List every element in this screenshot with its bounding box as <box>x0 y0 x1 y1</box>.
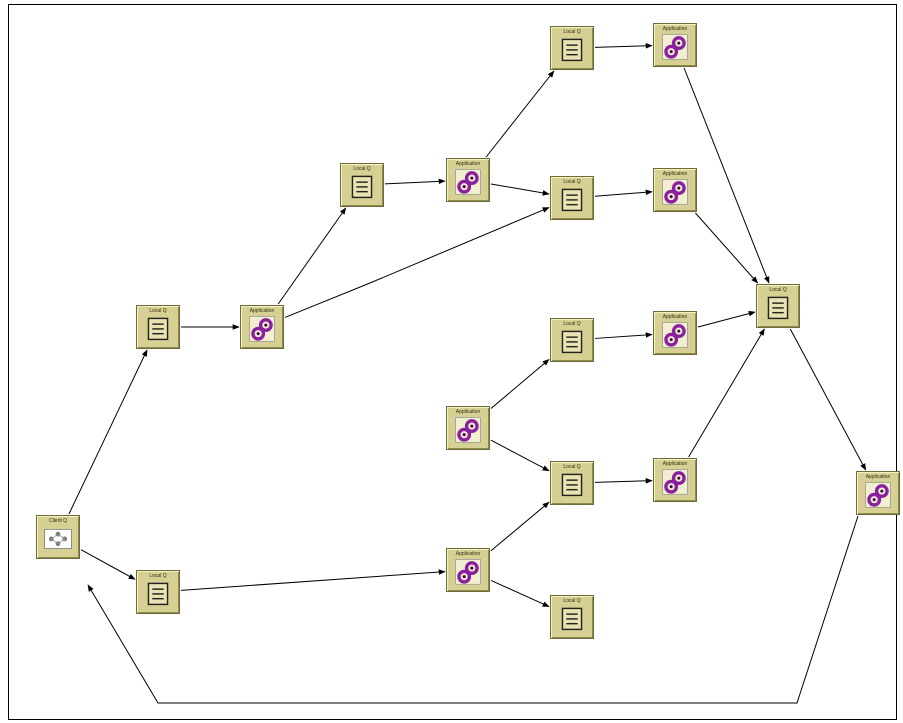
node-type-label: Local Q <box>563 179 581 185</box>
queue-icon <box>147 582 169 606</box>
flow-edge <box>594 332 653 339</box>
flow-edge <box>490 439 550 472</box>
flow-edge <box>80 549 136 580</box>
node-type-label: Client Q <box>48 518 68 524</box>
local-queue-node[interactable]: Local Q <box>550 595 594 639</box>
gears-icon <box>662 34 688 60</box>
flow-edge <box>594 189 653 197</box>
flow-edge <box>697 310 756 328</box>
flow-edge <box>490 359 550 409</box>
gears-icon <box>455 169 481 195</box>
application-node[interactable]: Application <box>653 458 697 502</box>
node-type-label: Local Q <box>563 598 581 604</box>
node-type-label: Application <box>662 314 688 320</box>
queue-icon <box>351 175 373 199</box>
local-queue-node[interactable]: Local Q <box>756 284 800 328</box>
node-type-label: Application <box>662 171 688 177</box>
node-type-label: Local Q <box>149 308 167 314</box>
local-queue-node[interactable]: Local Q <box>550 318 594 362</box>
node-type-label: Application <box>455 161 481 167</box>
application-node[interactable]: Application <box>653 23 697 67</box>
node-type-label: Application <box>455 409 481 415</box>
application-node[interactable]: Application <box>446 158 490 202</box>
application-node[interactable]: Application <box>446 548 490 592</box>
node-type-label: Application <box>249 308 275 314</box>
network-icon <box>44 528 72 549</box>
application-node[interactable]: Application <box>653 311 697 355</box>
node-type-label: Application <box>865 474 891 480</box>
flow-edge <box>384 178 446 185</box>
local-queue-node[interactable]: Local Q <box>550 176 594 220</box>
application-node[interactable]: Application <box>856 471 900 515</box>
local-queue-node[interactable]: Local Q <box>340 163 384 207</box>
flow-edge <box>695 212 759 284</box>
node-type-label: Local Q <box>353 166 371 172</box>
node-type-label: Application <box>662 461 688 467</box>
queue-icon <box>561 607 583 631</box>
node-type-label: Local Q <box>563 464 581 470</box>
node-type-label: Local Q <box>769 287 787 293</box>
flow-edge <box>594 478 653 484</box>
local-queue-node[interactable]: Local Q <box>136 570 180 614</box>
flow-edge <box>490 579 550 608</box>
node-type-label: Local Q <box>563 321 581 327</box>
local-queue-node[interactable]: Local Q <box>550 461 594 505</box>
local-queue-node[interactable]: Local Q <box>136 305 180 349</box>
queue-icon <box>561 188 583 212</box>
flow-edge <box>284 207 550 318</box>
gears-icon <box>249 316 275 342</box>
gears-icon <box>455 559 481 585</box>
flow-edge <box>87 515 859 704</box>
application-node[interactable]: Application <box>446 406 490 450</box>
gears-icon <box>662 469 688 495</box>
node-type-label: Local Q <box>563 29 581 35</box>
flow-edge <box>594 43 653 49</box>
local-queue-node[interactable]: Local Q <box>550 26 594 70</box>
flow-edge <box>277 207 347 305</box>
queue-icon <box>561 330 583 354</box>
flow-edge <box>180 569 446 591</box>
queue-icon <box>147 317 169 341</box>
gears-icon <box>662 179 688 205</box>
queue-icon <box>561 473 583 497</box>
gears-icon <box>662 322 688 348</box>
flow-edge <box>490 501 550 552</box>
flow-edge <box>683 67 770 284</box>
flow-edge <box>485 70 555 158</box>
node-type-label: Application <box>455 551 481 557</box>
application-node[interactable]: Application <box>653 168 697 212</box>
gears-icon <box>455 417 481 443</box>
application-node[interactable]: Application <box>240 305 284 349</box>
flow-edge <box>68 349 148 515</box>
node-type-label: Local Q <box>149 573 167 579</box>
flow-edge <box>789 328 867 471</box>
flow-edge <box>490 183 550 196</box>
queue-icon <box>561 38 583 62</box>
flow-edge <box>688 328 765 458</box>
client-queue-node[interactable]: Client Q <box>36 515 80 559</box>
queue-icon <box>767 296 789 320</box>
gears-icon <box>865 482 891 508</box>
node-type-label: Application <box>662 26 688 32</box>
